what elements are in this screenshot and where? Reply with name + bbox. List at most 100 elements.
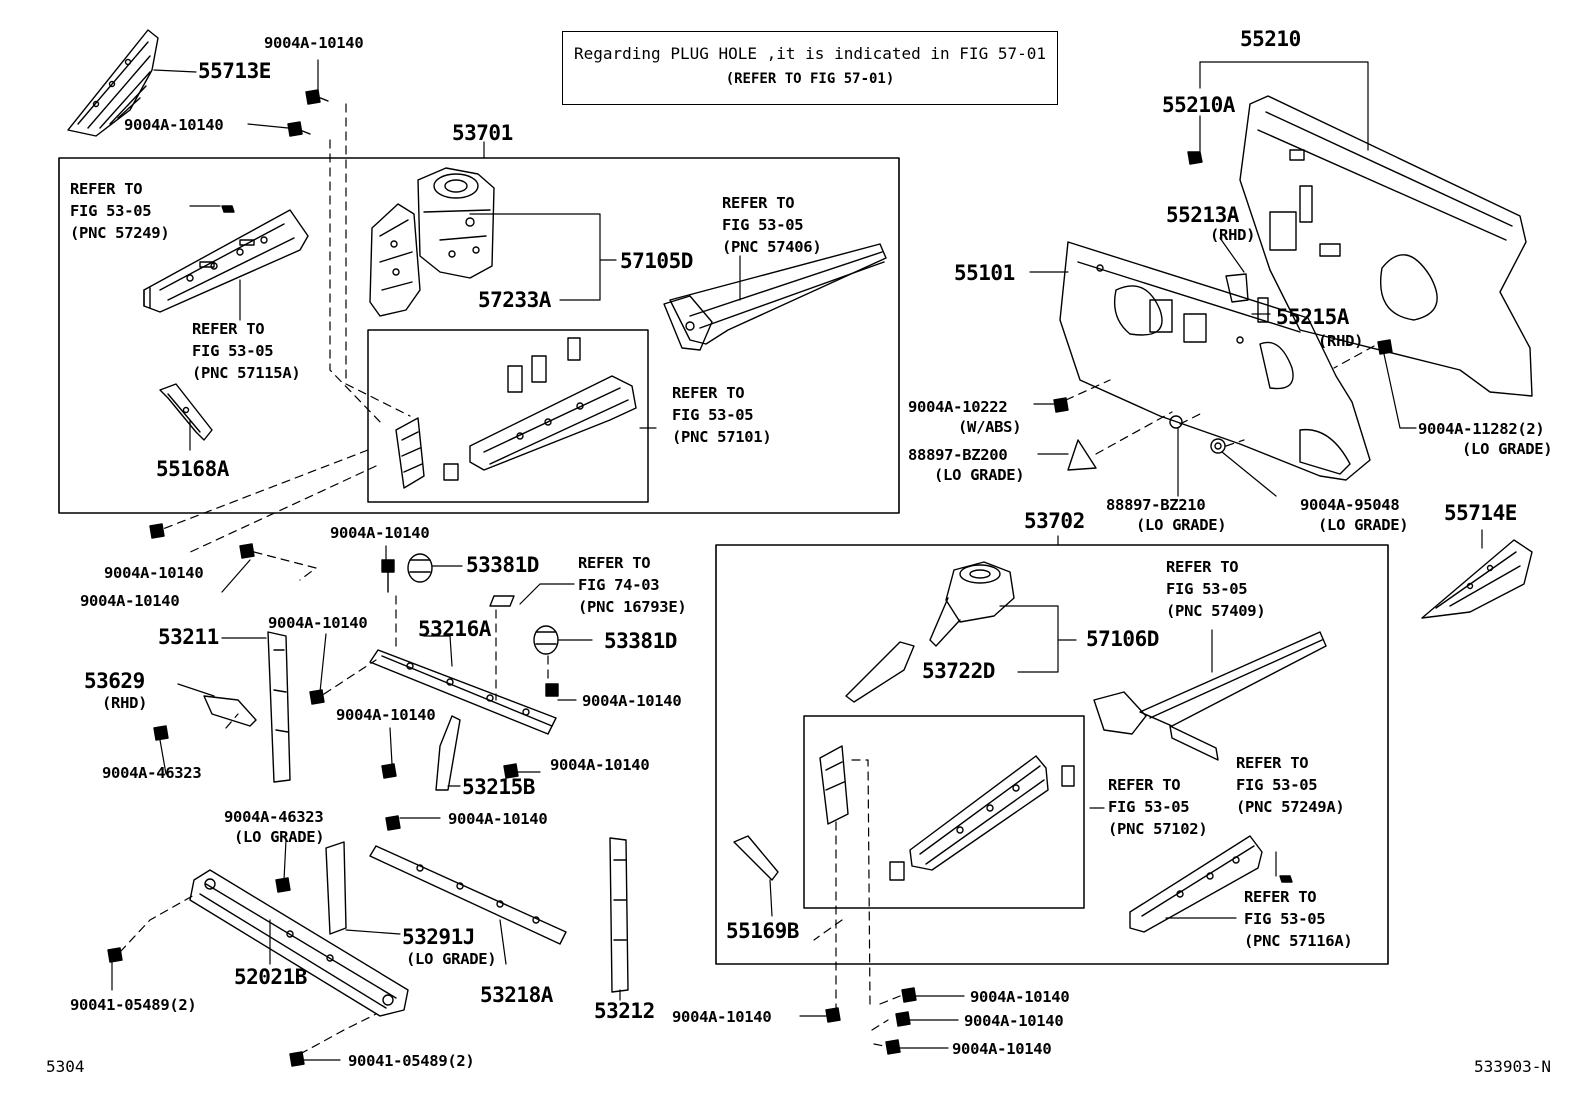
bracket-55168a	[159, 383, 213, 441]
bolt-9004a-10140-m	[885, 1039, 901, 1055]
label-55210a[interactable]: 55210A	[1162, 93, 1235, 117]
bolt-9004a-46323-a	[153, 725, 169, 741]
label-9004a-10140-k[interactable]: 9004A-10140	[970, 988, 1070, 1006]
label-55168a[interactable]: 55168A	[156, 457, 229, 481]
bracket-53629	[203, 695, 257, 727]
group-box-53702	[715, 544, 1389, 965]
label-88897-bz200[interactable]: 88897-BZ200	[908, 446, 1008, 464]
label-9004a-10140-f[interactable]: 9004A-10140	[268, 614, 368, 632]
side-support-53211	[267, 631, 291, 783]
label-9004a-46323-b[interactable]: 9004A-46323	[224, 808, 324, 826]
label-57233a[interactable]: 57233A	[478, 288, 551, 312]
label-9004a-10140-g[interactable]: 9004A-10140	[582, 692, 682, 710]
suspension-tower-57105d	[417, 167, 495, 279]
label-52021b[interactable]: 52021B	[234, 965, 307, 989]
bolt-9004a-10140-second	[287, 121, 311, 137]
ref-pnc-57409[interactable]: REFER TO FIG 53-05 (PNC 57409)	[1166, 558, 1266, 620]
label-53215b[interactable]: 53215B	[462, 775, 535, 799]
clip-57249a	[1279, 875, 1293, 883]
label-88897-bz200-lo: (LO GRADE)	[934, 466, 1025, 484]
bumper-53381d-a	[407, 553, 433, 583]
bolt-9004a-10140-top	[305, 89, 329, 105]
bolt-9004a-10140-n	[825, 1007, 841, 1023]
clip-57249	[221, 205, 235, 213]
crossmember-52021b	[189, 869, 409, 1017]
bolt-9004a-10140-c	[149, 523, 165, 539]
label-9004a-95048[interactable]: 9004A-95048	[1300, 496, 1400, 514]
label-53381d-a[interactable]: 53381D	[466, 553, 539, 577]
label-53291j[interactable]: 53291J	[402, 925, 475, 949]
ref-pnc-57406[interactable]: REFER TO FIG 53-05 (PNC 57406)	[722, 194, 822, 256]
label-88897-bz210[interactable]: 88897-BZ210	[1106, 496, 1206, 514]
upper-rail-57409	[1093, 631, 1327, 761]
label-53702[interactable]: 53702	[1024, 509, 1085, 533]
label-53381d-b[interactable]: 53381D	[604, 629, 677, 653]
label-53218a[interactable]: 53218A	[480, 983, 553, 1007]
label-55210[interactable]: 55210	[1240, 27, 1301, 51]
label-9004a-46323-lo: (LO GRADE)	[234, 828, 325, 846]
plug-88897-bz210	[1169, 415, 1183, 429]
label-9004a-11282-lo: (LO GRADE)	[1462, 440, 1553, 458]
subgroup-box-53701	[367, 329, 649, 503]
clip-55210a	[1187, 151, 1203, 165]
label-55213a-rhd: (RHD)	[1210, 226, 1256, 244]
ref-pnc-57249[interactable]: REFER TO FIG 53-05 (PNC 57249)	[70, 180, 170, 242]
label-9004a-10140-c[interactable]: 9004A-10140	[104, 564, 204, 582]
ref-pnc-57116a[interactable]: REFER TO FIG 53-05 (PNC 57116A)	[1244, 888, 1353, 950]
support-lower-53218a	[369, 845, 567, 945]
plug-hole-note: Regarding PLUG HOLE ,it is indicated in …	[562, 31, 1058, 105]
label-53722d[interactable]: 53722D	[922, 659, 995, 683]
label-55101[interactable]: 55101	[954, 261, 1015, 285]
label-9004a-10140-top[interactable]: 9004A-10140	[264, 34, 364, 52]
label-9004a-10222[interactable]: 9004A-10222	[908, 398, 1008, 416]
subgroup-box-53702	[803, 715, 1085, 909]
label-90041-05489-a[interactable]: 90041-05489(2)	[70, 996, 197, 1014]
label-9004a-46323-a[interactable]: 9004A-46323	[102, 764, 202, 782]
bumper-53381d-b	[533, 625, 559, 655]
gusset-55714e	[1421, 539, 1533, 619]
label-57105d[interactable]: 57105D	[620, 249, 693, 273]
label-9004a-10140-i[interactable]: 9004A-10140	[550, 756, 650, 774]
ref-pnc-57101[interactable]: REFER TO FIG 53-05 (PNC 57101)	[672, 384, 772, 446]
label-55169b[interactable]: 55169B	[726, 919, 799, 943]
label-53701[interactable]: 53701	[452, 121, 513, 145]
label-9004a-10140-l[interactable]: 9004A-10140	[964, 1012, 1064, 1030]
bolt-9004a-10222	[1053, 397, 1069, 413]
ref-pnc-16793e[interactable]: REFER TO FIG 74-03 (PNC 16793E)	[578, 554, 687, 616]
side-member-57101	[443, 337, 637, 481]
label-9004a-11282[interactable]: 9004A-11282(2)	[1418, 420, 1545, 438]
dash-insulator-55210	[1239, 95, 1533, 397]
crash-box-left	[395, 417, 425, 489]
bolt-9004a-10140-i	[503, 763, 519, 779]
bolt-90041-05489-b	[289, 1051, 305, 1067]
side-member-57102	[889, 755, 1075, 881]
label-88897-bz210-lo: (LO GRADE)	[1136, 516, 1227, 534]
apron-reinforcement-left	[143, 209, 309, 313]
label-9004a-10140-n[interactable]: 9004A-10140	[672, 1008, 772, 1026]
label-55213a[interactable]: 55213A	[1166, 203, 1239, 227]
ref-pnc-57249a[interactable]: REFER TO FIG 53-05 (PNC 57249A)	[1236, 754, 1345, 816]
label-9004a-10140-d[interactable]: 9004A-10140	[80, 592, 180, 610]
label-55714e[interactable]: 55714E	[1444, 501, 1517, 525]
label-9004a-10140-h[interactable]: 9004A-10140	[336, 706, 436, 724]
bolt-9004a-46323-b	[275, 877, 291, 893]
bolt-9004a-10140-f	[309, 689, 325, 705]
ref-pnc-57115a[interactable]: REFER TO FIG 53-05 (PNC 57115A)	[192, 320, 301, 382]
label-9004a-10140-m[interactable]: 9004A-10140	[952, 1040, 1052, 1058]
label-9004a-10222-wabs: (W/ABS)	[958, 418, 1022, 436]
label-53216a[interactable]: 53216A	[418, 617, 491, 641]
label-9004a-10140-e[interactable]: 9004A-10140	[330, 524, 430, 542]
label-55215a[interactable]: 55215A	[1276, 305, 1349, 329]
note-line-1: Regarding PLUG HOLE ,it is indicated in …	[573, 44, 1046, 63]
label-90041-05489-b[interactable]: 90041-05489(2)	[348, 1052, 475, 1070]
assembly-dashed-lines	[119, 103, 1375, 1055]
label-57106d[interactable]: 57106D	[1086, 627, 1159, 651]
suspension-tower-57106d	[929, 561, 1015, 647]
label-53629[interactable]: 53629	[84, 669, 145, 693]
label-53211[interactable]: 53211	[158, 625, 219, 649]
ref-pnc-57102[interactable]: REFER TO FIG 53-05 (PNC 57102)	[1108, 776, 1208, 838]
label-9004a-10140-second[interactable]: 9004A-10140	[124, 116, 224, 134]
label-9004a-10140-j[interactable]: 9004A-10140	[448, 810, 548, 828]
label-55713e[interactable]: 55713E	[198, 59, 271, 83]
label-53212[interactable]: 53212	[594, 999, 655, 1023]
